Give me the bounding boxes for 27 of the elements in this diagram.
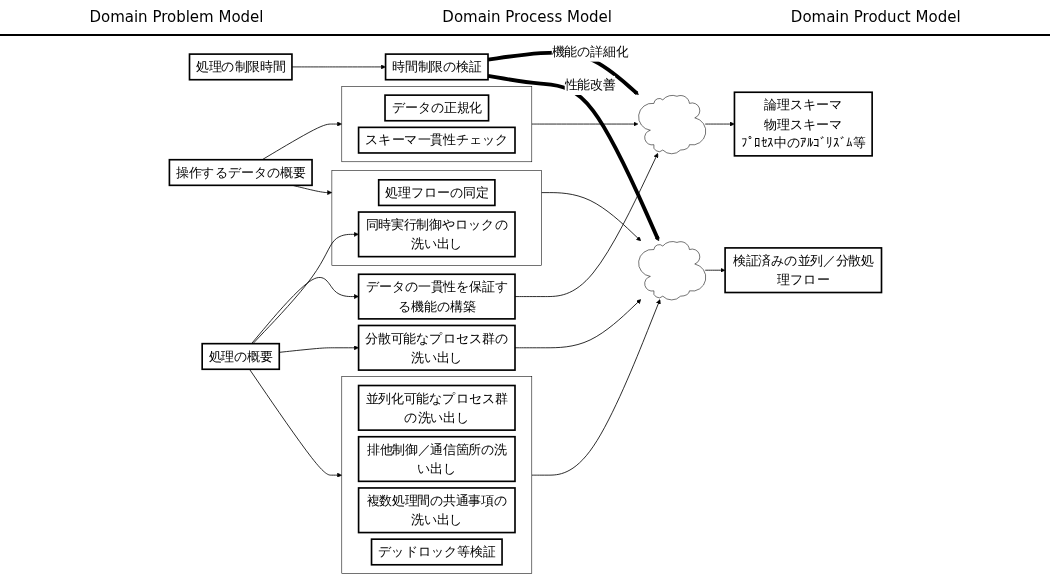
node-box: データの一貫性を保証する機能の構築 xyxy=(357,273,516,320)
cluster xyxy=(331,170,542,266)
node-box: 処理の概要 xyxy=(200,342,280,371)
node-box: 操作するデータの概要 xyxy=(168,158,313,187)
node-box: データの正規化 xyxy=(383,94,489,122)
node-box: 排他制御／通信箇所の洗い出し xyxy=(357,435,516,483)
edge-label: 性能改善 xyxy=(564,77,615,93)
node-box: 時間制限の検証 xyxy=(384,53,489,81)
node-box: 処理フローの同定 xyxy=(377,179,496,207)
node-box: 複数処理間の共通事項の洗い出し xyxy=(357,487,516,534)
node-box: 論理スキーマ 物理スキーマ ﾌﾟﾛｾｽ中のｱﾙｺﾞﾘｽﾞﾑ等 xyxy=(733,91,873,157)
cluster xyxy=(341,86,532,163)
edge-label: 機能の詳細化 xyxy=(551,44,628,59)
column-heading: Domain Problem Model xyxy=(89,8,264,26)
node-box: 分散可能なプロセス群の洗い出し xyxy=(357,324,516,371)
node-cloud xyxy=(637,241,706,301)
node-cloud xyxy=(637,95,706,154)
arrow xyxy=(487,50,639,96)
node-box: 並列化可能なプロセス群の洗い出し xyxy=(357,384,516,431)
cluster xyxy=(341,376,532,574)
node-box: デッドロック等検証 xyxy=(370,538,503,566)
node-box: 同時実行制御やロックの洗い出し xyxy=(357,211,516,258)
node-box: 検証済みの並列／分散処理フロー xyxy=(723,247,882,294)
column-heading: Domain Product Model xyxy=(790,8,961,26)
node-box: 処理の制限時間 xyxy=(188,53,293,81)
column-heading: Domain Process Model xyxy=(442,8,612,26)
node-box: スキーマ一貫性チェック xyxy=(357,126,516,154)
